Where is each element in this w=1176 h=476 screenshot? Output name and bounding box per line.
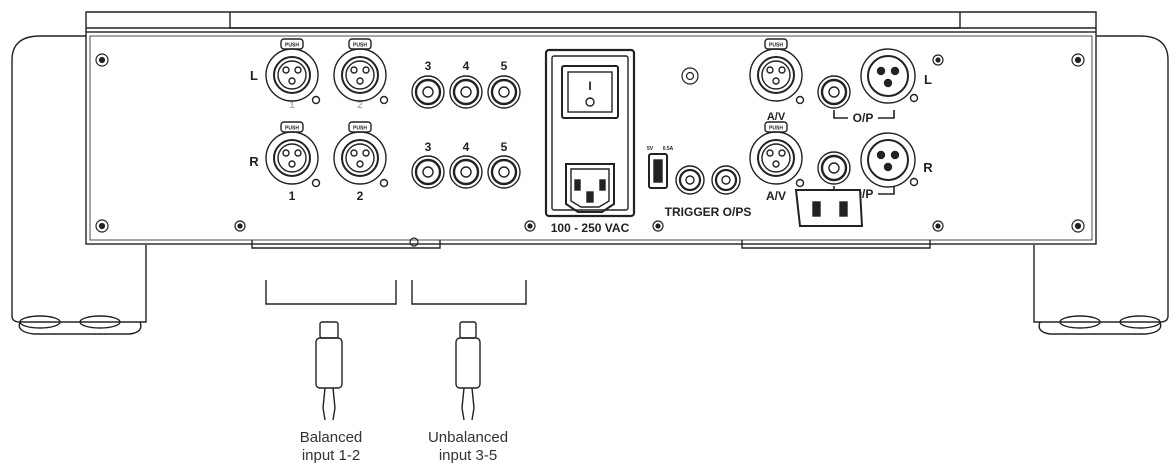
av-label-top: A/V <box>767 111 786 123</box>
callout-balanced-line-1: Balanced <box>300 429 363 446</box>
power-switch: I <box>561 65 619 119</box>
balanced-number-1: 1 <box>289 189 296 203</box>
xlr-socket-av-left: PUSH <box>749 38 805 105</box>
push-label: PUSH <box>769 126 783 132</box>
callout-unbalanced-line-2: input 3-5 <box>439 447 497 464</box>
push-label: PUSH <box>353 43 367 49</box>
rca-socket-4-right <box>449 155 483 189</box>
iec-power-inlet <box>565 163 615 213</box>
rca-socket-3-right <box>411 155 445 189</box>
xlr-socket-balanced-2-left: PUSH <box>333 38 389 105</box>
right-side-pillar <box>1033 35 1169 335</box>
trigger-label: TRIGGER O/PS <box>665 205 752 219</box>
unbalanced-number-5-bottom: 5 <box>501 140 508 154</box>
rca-socket-3-left <box>411 75 445 109</box>
callout-bracket-unbalanced <box>411 280 527 305</box>
screw-icon <box>1071 219 1085 233</box>
callout-balanced-line-2: input 1-2 <box>302 447 360 464</box>
screw-icon <box>524 220 536 232</box>
unbalanced-number-4-bottom: 4 <box>463 140 470 154</box>
balanced-number-1-top: 1 <box>289 100 295 111</box>
xlr-socket-balanced-2-right: PUSH <box>333 121 389 188</box>
unbalanced-number-3-bottom: 3 <box>425 140 432 154</box>
balanced-left-label: L <box>250 68 258 83</box>
balanced-right-label: R <box>249 154 259 169</box>
xlr-socket-balanced-1-left: PUSH <box>265 38 321 105</box>
op-label-top: O/P <box>853 111 874 125</box>
power-connector-plug <box>794 189 864 227</box>
rear-panel <box>85 31 1097 245</box>
power-switch-on-symbol: I <box>588 79 591 93</box>
output-side-left: L <box>924 72 932 87</box>
xlr-socket-balanced-1-right: PUSH <box>265 121 321 188</box>
push-label: PUSH <box>769 43 783 49</box>
output-rca-right <box>817 151 851 185</box>
trigger-output-2 <box>711 165 741 195</box>
balanced-number-2-top: 2 <box>357 100 363 111</box>
rca-socket-4-left <box>449 75 483 109</box>
push-label: PUSH <box>353 126 367 132</box>
cable-unbalanced-icon <box>455 321 481 421</box>
usb-port <box>648 153 668 189</box>
xlr-output-left <box>860 48 919 104</box>
voltage-label: 100 - 250 VAC <box>551 221 630 235</box>
av-label-bottom: A/V <box>766 189 786 203</box>
rear-panel-inner <box>89 35 1093 241</box>
usb-voltage-label: 5V <box>647 146 654 152</box>
rca-socket-5-left <box>487 75 521 109</box>
callout-unbalanced-line-1: Unbalanced <box>428 429 508 446</box>
screw-icon <box>95 53 109 67</box>
bottom-rail-right <box>741 240 931 249</box>
screw-icon <box>95 219 109 233</box>
cable-balanced-icon <box>315 321 343 421</box>
screw-icon <box>234 220 246 232</box>
screw-icon <box>681 67 699 85</box>
callout-bracket-balanced <box>265 280 397 305</box>
output-rca-left <box>817 75 851 109</box>
screw-icon <box>652 220 664 232</box>
panel-screws <box>95 53 1085 247</box>
xlr-output-right <box>860 132 919 188</box>
unbalanced-number-3-top: 3 <box>425 59 432 73</box>
trigger-output-1 <box>675 165 705 195</box>
screw-icon <box>1071 53 1085 67</box>
power-module: I <box>544 48 636 218</box>
screw-icon <box>932 220 944 232</box>
screw-icon <box>409 237 419 247</box>
xlr-socket-av-right: PUSH <box>749 121 805 188</box>
unbalanced-number-4-top: 4 <box>463 59 470 73</box>
push-label: PUSH <box>285 126 299 132</box>
bottom-rail-left <box>251 240 441 249</box>
op-bracket-top <box>833 110 895 119</box>
usb-current-label: 0.5A <box>663 146 674 152</box>
chassis-lid <box>85 11 1097 32</box>
unbalanced-number-5-top: 5 <box>501 59 508 73</box>
output-side-right: R <box>923 160 933 175</box>
push-label: PUSH <box>285 43 299 49</box>
left-side-pillar <box>11 35 147 335</box>
balanced-number-2: 2 <box>357 189 364 203</box>
rca-socket-5-right <box>487 155 521 189</box>
screw-icon <box>932 54 944 66</box>
